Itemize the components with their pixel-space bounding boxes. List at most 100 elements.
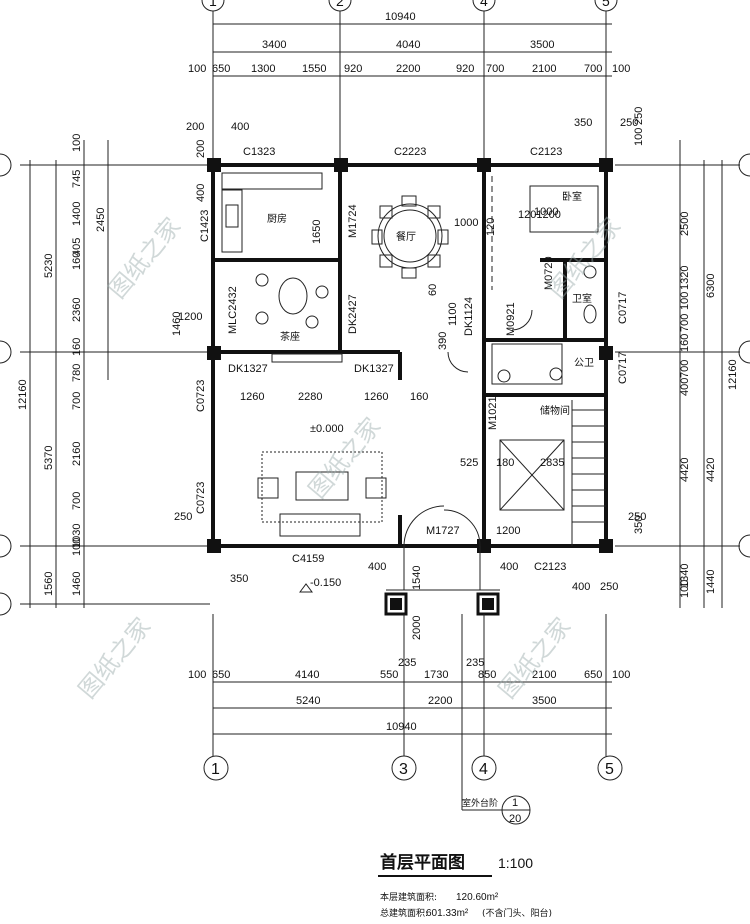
room-public-wc: 公卫 — [574, 358, 594, 369]
dim-bot-r1-7: 650 — [584, 669, 602, 681]
dim-left-r2-2: 1400 — [71, 202, 83, 226]
dim-top-r1-1: 4040 — [396, 39, 420, 51]
dim-right-r2-2: 100 — [679, 292, 691, 310]
dim-bot-r1-4: 1730 — [424, 669, 448, 681]
area-value: 120.60m² — [456, 892, 499, 903]
opening-18: C2123 — [534, 561, 566, 573]
misc-25: 250 — [600, 581, 618, 593]
dim-bot-r2-1: 2200 — [428, 695, 452, 707]
misc-27: 400 — [572, 581, 590, 593]
dim-left-r3-2: 400 — [195, 184, 207, 202]
dim-top-r2-7: 700 — [486, 63, 504, 75]
dim-left-r1-2: 1560 — [43, 572, 55, 596]
opening-14: C0723 — [195, 380, 207, 412]
dim-bot-r1-8: 100 — [612, 669, 630, 681]
section-num: 1 — [512, 797, 518, 809]
dim-left-r2-3: 405 — [71, 238, 83, 256]
dim-left-overall: 12160 — [17, 379, 29, 410]
dim-left-r2-0: 100 — [71, 134, 83, 152]
dim-left-r3-0: 2450 — [95, 208, 107, 232]
axis-2-top: 2 — [336, 0, 344, 9]
misc-8: 2280 — [298, 391, 322, 403]
dim-right-r2-6: 400 — [679, 378, 691, 396]
dim-top-r3-0: 200 — [186, 121, 204, 133]
bottom-dimensions: 100 650 4140 550 1730 850 2100 650 100 2… — [188, 614, 630, 756]
dim-top-r1-0: 3400 — [262, 39, 286, 51]
interior-dims: 1000 1200 1650 1100 390 60 1260 2280 126… — [174, 206, 646, 593]
opening-5: DK2427 — [347, 294, 359, 334]
misc-26: 350 — [230, 573, 248, 585]
opening-12: C0717 — [617, 292, 629, 324]
room-dining: 餐厅 — [396, 230, 416, 243]
opening-8: DK1327 — [354, 363, 394, 375]
watermark-text: 图纸之家 — [103, 212, 186, 304]
opening-10: M0921 — [505, 302, 517, 336]
opening-4: M1724 — [347, 204, 359, 238]
dim-bot-r1-5: 850 — [478, 669, 496, 681]
misc-16: 400 — [500, 561, 518, 573]
top-dimensions: 10940 3400 4040 3500 100 650 1300 1550 9… — [186, 11, 638, 133]
column — [599, 346, 613, 360]
misc-24: 250 — [174, 511, 192, 523]
dim-top-r2-9: 700 — [584, 63, 602, 75]
dim-right-overall: 12160 — [727, 359, 739, 390]
dim-right-r1-1: 4420 — [705, 458, 717, 482]
room-tea: 茶座 — [280, 330, 300, 343]
dim-left-r2-9: 2160 — [71, 442, 83, 466]
opening-1: C2223 — [394, 146, 426, 158]
dim-left-r2-8: 700 — [71, 392, 83, 410]
misc-9: 1260 — [364, 391, 388, 403]
axis-4-top: 4 — [480, 0, 488, 9]
dim-left-r2-10: 700 — [71, 492, 83, 510]
dim-left-r2-12: 100 — [71, 538, 83, 556]
dim-left-r2-7: 780 — [71, 364, 83, 382]
misc-6: 60 — [427, 284, 439, 296]
dim-top-r2-2: 1300 — [251, 63, 275, 75]
dim-top-r2-10: 100 — [612, 63, 630, 75]
dim-left-r2-1: 745 — [71, 170, 83, 188]
level-marks: ±0.000 -0.150 — [299, 423, 344, 593]
misc-24b: 250 — [628, 511, 646, 523]
dim-right-r2-8: 1340 — [679, 564, 691, 588]
dim-top-r1-2: 3500 — [530, 39, 554, 51]
misc-3: 1650 — [311, 220, 323, 244]
dim-left-r3-3: 200 — [195, 140, 207, 158]
right-dimensions: 12160 6300 4420 1440 2500 1320 100 700 1… — [615, 107, 750, 608]
column — [207, 158, 221, 172]
dim-top-r3-1: 400 — [231, 121, 249, 133]
column — [599, 158, 613, 172]
misc-5: 390 — [437, 332, 449, 350]
misc-11: 525 — [460, 457, 478, 469]
dim-bot-r2-2: 3500 — [532, 695, 556, 707]
opening-7: DK1327 — [228, 363, 268, 375]
column — [207, 539, 221, 553]
dim-right-r2-4: 160 — [679, 334, 691, 352]
dim-right-r2-9: 100 — [679, 580, 691, 598]
dim-right-r2-5: 700 — [679, 360, 691, 378]
dim-bot-small-2: 2000 — [411, 616, 423, 640]
drawing-scale: 1:100 — [498, 855, 533, 871]
opening-19: M1021 — [487, 396, 499, 430]
dim-bot-r2-0: 5240 — [296, 695, 320, 707]
misc-7: 1260 — [240, 391, 264, 403]
dim-top-r2-3: 1550 — [302, 63, 326, 75]
opening-labels: C1323 C2223 C2123 C1423 M1724 DK2427 MLC… — [195, 146, 629, 573]
dim-right-r3-2: 350 — [633, 516, 645, 534]
dim-right-r3-1: 250 — [633, 107, 645, 125]
room-kitchen: 厨房 — [267, 212, 287, 225]
dim-left-r2-4: 160 — [71, 252, 83, 270]
dim-left-r2-11: 1030 — [71, 524, 83, 548]
opening-16: C4159 — [292, 553, 324, 565]
dim-left-r1-1: 5370 — [43, 446, 55, 470]
room-labels: 厨房 餐厅 卧室 卫室 公卫 茶座 储物间 — [267, 190, 594, 417]
axis-4-bottom: 4 — [479, 761, 488, 778]
misc-0: 1000 — [454, 217, 478, 229]
top-axis-bubbles: 1 2 4 5 — [201, 0, 618, 165]
dim-bot-small-0: 235 — [398, 657, 416, 669]
dim-left-r1-0: 5230 — [43, 254, 55, 278]
misc-1: 1200 — [178, 311, 202, 323]
opening-3: C1423 — [199, 210, 211, 242]
misc-12: 180 — [496, 457, 514, 469]
watermark-text: 图纸之家 — [493, 612, 576, 704]
